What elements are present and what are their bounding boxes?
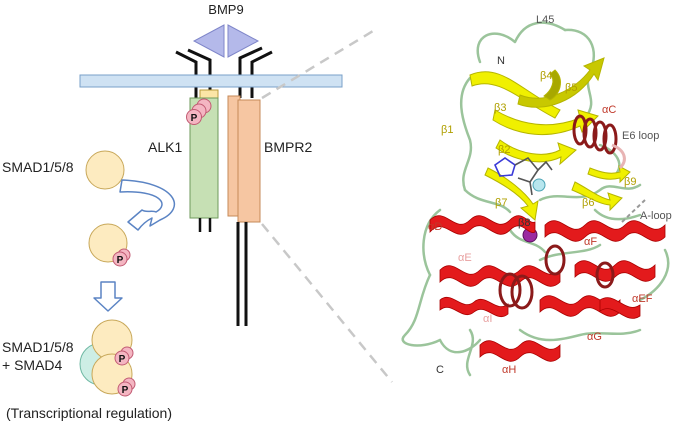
bmpr2-label: BMPR2 — [264, 139, 312, 155]
zoom-line-bottom — [261, 223, 393, 383]
phospho-label: P — [191, 113, 198, 124]
smad-protein — [85, 150, 125, 190]
label-ag: αG — [587, 331, 602, 343]
beta3-strand — [492, 109, 599, 136]
svg-text:P: P — [122, 385, 129, 396]
bmp9-label: BMP9 — [208, 2, 243, 17]
complex-label-line1: SMAD1/5/8 — [2, 339, 74, 355]
svg-text:P: P — [119, 354, 126, 365]
cell-membrane — [79, 74, 343, 88]
label-ae: αE — [458, 252, 472, 264]
beta5-strand — [543, 69, 561, 101]
alk1-kinase-structure — [401, 21, 670, 377]
label-aef: αEF — [632, 293, 653, 305]
phosphorylation-arrow — [119, 179, 176, 231]
complex-label-line2: + SMAD4 — [2, 357, 63, 373]
label-b1: β1 — [441, 124, 453, 136]
label-ac: αC — [602, 104, 616, 116]
beta7-strand — [484, 167, 539, 221]
label-b3: β3 — [494, 102, 506, 114]
smad-complex: P P — [79, 319, 136, 397]
beta6-strand — [571, 181, 623, 212]
alpha-d-helix — [429, 215, 536, 235]
bmp9-ligand — [192, 24, 260, 58]
alpha-c-helix — [572, 114, 618, 155]
smad-label: SMAD1/5/8 — [2, 159, 74, 175]
footer-label: (Transcriptional regulation) — [6, 405, 172, 421]
label-b4: β4 — [540, 70, 552, 82]
label-b6: β6 — [582, 197, 594, 209]
label-b5: β5 — [565, 82, 577, 94]
label-a-loop: A-loop — [640, 210, 672, 222]
label-b2: β2 — [498, 144, 510, 156]
complex-arrow — [93, 281, 123, 312]
label-b8: β8 — [518, 217, 530, 229]
phospho-smad: P — [88, 223, 131, 267]
atp-ligand — [493, 156, 553, 196]
label-c-term: C — [436, 364, 444, 376]
beta9-strand — [587, 165, 631, 184]
label-ah: αH — [502, 364, 516, 376]
alpha-i-helix — [439, 297, 509, 317]
bmpr2-receptor — [237, 99, 261, 223]
alpha-ef-helix — [574, 260, 656, 282]
label-e6-loop: E6 loop — [622, 130, 659, 142]
zoom-line-top — [261, 26, 379, 100]
label-l45: L45 — [536, 14, 554, 26]
label-ai: αI — [483, 313, 492, 325]
label-af: αF — [584, 236, 597, 248]
metal-ion — [532, 178, 546, 192]
alk1-phospho-group: P — [186, 98, 212, 125]
label-b7: β7 — [495, 197, 507, 209]
alpha-e-helix — [439, 265, 561, 287]
label-b9: β9 — [624, 176, 636, 188]
alpha-f-helix — [544, 220, 666, 242]
label-ad: αD — [428, 221, 442, 233]
svg-text:P: P — [117, 255, 124, 266]
alk1-label: ALK1 — [148, 139, 182, 155]
alpha-h-helix — [479, 340, 561, 362]
label-n-term: N — [497, 55, 505, 67]
beta2-strand — [495, 139, 577, 166]
